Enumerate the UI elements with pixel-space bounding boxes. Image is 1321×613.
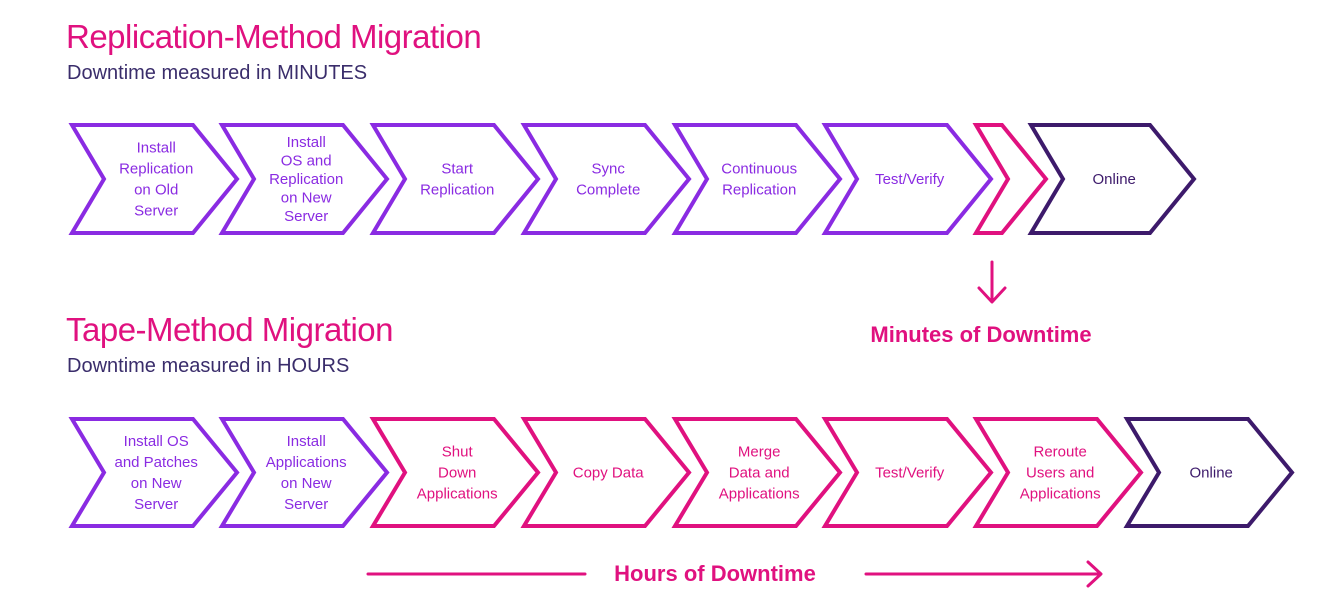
tape-step-5-label-line: Merge	[738, 444, 781, 461]
tape-step-7-label-line: Applications	[1020, 486, 1101, 503]
tape-step-1-chevron	[68, 417, 240, 528]
replication-step-4-label-line: Complete	[576, 182, 640, 199]
tape-step-2-label-line: Install	[287, 433, 326, 450]
replication-step-2-label-line: on New	[281, 190, 332, 207]
replication-step-6-chevron	[821, 123, 994, 235]
tape-step-2-chevron	[218, 417, 390, 528]
tape-step-3-label-line: Shut	[442, 444, 474, 461]
tape-step-6: Test/Verify	[821, 417, 994, 528]
replication-step-2-label-line: Install	[287, 134, 326, 151]
tape-step-5-label-line: Data and	[729, 465, 790, 482]
tape-title: Tape-Method Migration	[66, 311, 394, 348]
tape-step-4: Copy Data	[520, 417, 692, 528]
tape-step-5-label-line: Applications	[719, 486, 800, 503]
tape-step-6-label-line: Test/Verify	[875, 465, 945, 482]
tape-step-1-label-line: Install OS	[124, 433, 189, 450]
tape-step-7-label-line: Users and	[1026, 465, 1094, 482]
replication-step-5-label-line: Continuous	[721, 161, 797, 178]
tape-step-2-label-line: Server	[284, 496, 328, 513]
replication-step-4-chevron	[520, 123, 692, 235]
tape-step-1-label-line: on New	[131, 475, 182, 492]
replication-step-2-label-line: Server	[284, 208, 328, 225]
tape-step-6-label: Test/Verify	[875, 465, 945, 482]
tape-step-8: Online	[1123, 417, 1295, 528]
hours-downtime-arrow	[366, 560, 1103, 588]
replication-title: Replication-Method Migration	[66, 18, 482, 55]
replication-step-3-label-line: Start	[441, 161, 474, 178]
replication-step-2-label-line: Replication	[269, 171, 343, 188]
tape-step-6-chevron	[821, 417, 994, 528]
replication-step-1-label-line: Install	[137, 140, 176, 157]
replication-step-3-chevron	[369, 123, 541, 235]
replication-step-6: Test/Verify	[821, 123, 994, 235]
tape-subtitle: Downtime measured in HOURS	[67, 355, 350, 377]
tape-step-8-label: Online	[1190, 465, 1233, 482]
tape-step-3-label-line: Down	[438, 465, 476, 482]
tape-step-3-label-line: Applications	[417, 486, 498, 503]
replication-step-7	[972, 123, 1049, 235]
hours-downtime-label: Hours of Downtime	[614, 561, 816, 586]
tape-step-8-chevron	[1123, 417, 1295, 528]
tape-step-4-label-line: Copy Data	[573, 465, 645, 482]
replication-step-6-label-line: Test/Verify	[875, 171, 945, 188]
tape-step-4-chevron	[520, 417, 692, 528]
replication-step-1-label-line: Server	[134, 203, 178, 220]
replication-step-1-label-line: Replication	[119, 161, 193, 178]
tape-step-1-label-line: and Patches	[114, 454, 197, 471]
replication-step-4-label-line: Sync	[592, 161, 626, 178]
replication-subtitle: Downtime measured in MINUTES	[67, 62, 368, 84]
replication-step-2-label-line: OS and	[281, 153, 332, 170]
tape-step-7-label-line: Reroute	[1034, 444, 1087, 461]
replication-step-8-label-line: Online	[1093, 171, 1136, 188]
tape-step-1-label-line: Server	[134, 496, 178, 513]
replication-step-2-chevron	[218, 123, 390, 235]
replication-step-1-label-line: on Old	[134, 182, 178, 199]
tape-step-8-label-line: Online	[1190, 465, 1233, 482]
replication-step-1-chevron	[68, 123, 240, 235]
replication-step-6-label: Test/Verify	[875, 171, 945, 188]
minutes-downtime-label: Minutes of Downtime	[870, 322, 1091, 347]
tape-step-7-chevron	[972, 417, 1144, 528]
tape-step-2-label-line: Applications	[266, 454, 347, 471]
replication-step-8-chevron	[1027, 123, 1197, 235]
minutes-downtime-arrow	[977, 260, 1007, 304]
replication-step-5-label-line: Replication	[722, 182, 796, 199]
replication-step-8-label: Online	[1093, 171, 1136, 188]
tape-step-4-label: Copy Data	[573, 465, 645, 482]
replication-step-5-chevron	[671, 123, 843, 235]
tape-step-3-chevron	[369, 417, 541, 528]
tape-step-2-label-line: on New	[281, 475, 332, 492]
replication-step-7-chevron	[972, 123, 1049, 235]
tape-step-5-chevron	[671, 417, 843, 528]
replication-step-3-label-line: Replication	[420, 182, 494, 199]
replication-step-8: Online	[1027, 123, 1197, 235]
